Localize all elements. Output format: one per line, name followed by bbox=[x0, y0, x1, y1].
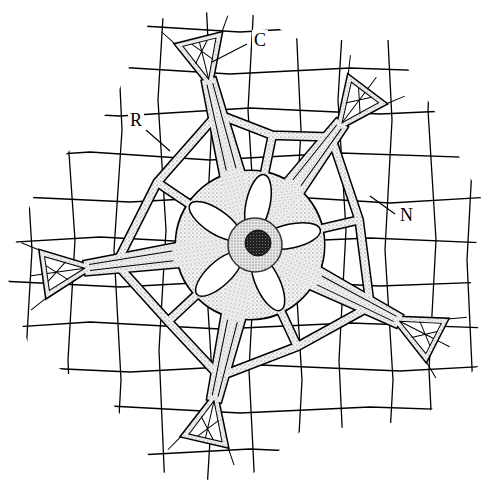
arm-details bbox=[21, 16, 466, 466]
cytoplasm-loops bbox=[183, 172, 322, 315]
cell-outline bbox=[40, 33, 448, 448]
branch-outline bbox=[116, 114, 370, 377]
part-label: N bbox=[398, 205, 415, 225]
part-label: C bbox=[252, 30, 268, 50]
nucleolus bbox=[245, 230, 271, 256]
leader-lines bbox=[146, 44, 395, 214]
cell-body bbox=[40, 33, 448, 448]
cell-branch bbox=[116, 114, 370, 377]
part-label: R bbox=[128, 110, 144, 130]
nucleus bbox=[228, 218, 282, 272]
